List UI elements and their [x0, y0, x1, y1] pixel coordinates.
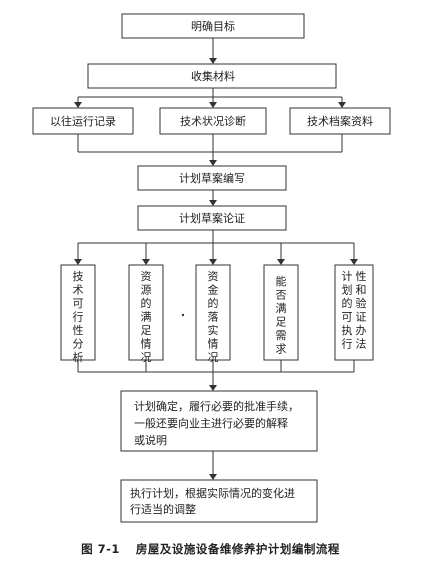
- vertical-label-column: 能否满足需求: [276, 274, 287, 356]
- approve-line-1: 计划确定，履行必要的批准手续，: [134, 399, 299, 413]
- execute-line-1: 执行计划，根据实际情况的变化进: [130, 486, 295, 500]
- history-label: 以往运行记录: [50, 114, 116, 128]
- execute-line-2: 行适当的调整: [130, 502, 196, 516]
- demand-label: 能否满足需求: [276, 274, 287, 356]
- review-label: 计划草案论证: [179, 211, 245, 225]
- arrowhead-draft: [209, 160, 217, 166]
- figure-caption: 图 7-1 房屋及设施设备维修养护计划编制流程: [0, 541, 421, 557]
- arrowhead-resources: [142, 259, 150, 265]
- vertical-label-column: 资源的满足情况: [141, 270, 152, 364]
- demand-box: [263, 264, 299, 361]
- vertical-label-column: 资金的落实情况: [208, 270, 219, 364]
- vertical-label-column: 性和验证办法: [356, 269, 367, 351]
- arrowhead-executable: [350, 259, 358, 265]
- stray-dot: [181, 313, 185, 317]
- arrowhead-funding: [209, 259, 217, 265]
- approve-line-2: 一般还要向业主进行必要的解释: [134, 416, 288, 430]
- review-box: [137, 205, 287, 231]
- vertical-label-column: 计划的可执行: [342, 270, 353, 351]
- funding-box: [195, 264, 231, 361]
- arrowhead-archives: [338, 102, 346, 108]
- funding-label: 资金的落实情况: [208, 270, 219, 364]
- vertical-label-column: 技术可行性分析: [73, 270, 84, 364]
- draft-box: [137, 165, 287, 191]
- flowchart: 明确目标 收集材料 以往运行记录 技术状况诊断 技术档案资料 计划草案编写 计划…: [32, 13, 391, 523]
- arrowhead-goal-collect: [209, 58, 217, 64]
- arrowhead-history: [74, 102, 82, 108]
- arrowhead-approve: [209, 385, 217, 391]
- goal-box: [121, 13, 305, 39]
- archives-box: [289, 107, 391, 135]
- arrowhead-diagnosis: [209, 102, 217, 108]
- feasibility-box: [60, 264, 96, 361]
- approve-line-3: 或说明: [134, 433, 167, 447]
- archives-label: 技术档案资料: [307, 114, 373, 128]
- figure-title: 房屋及设施设备维修养护计划编制流程: [135, 542, 340, 556]
- feasibility-label: 技术可行性分析: [73, 270, 84, 364]
- diagnosis-label: 技术状况诊断: [180, 114, 246, 128]
- arrowhead-execute: [209, 474, 217, 480]
- collect-label: 收集材料: [191, 69, 235, 83]
- resources-box: [128, 264, 164, 361]
- figure-number: 图 7-1: [81, 542, 120, 556]
- arrowhead-feasibility: [74, 259, 82, 265]
- resources-label: 资源的满足情况: [141, 270, 152, 364]
- arrowhead-review: [209, 200, 217, 206]
- approve-box: [120, 390, 318, 452]
- executable-box: [334, 264, 374, 361]
- arrowhead-demand: [277, 259, 285, 265]
- goal-label: 明确目标: [191, 19, 235, 33]
- execute-box: [120, 479, 318, 523]
- collect-box: [87, 63, 337, 89]
- draft-label: 计划草案编写: [179, 171, 245, 185]
- history-box: [32, 107, 134, 135]
